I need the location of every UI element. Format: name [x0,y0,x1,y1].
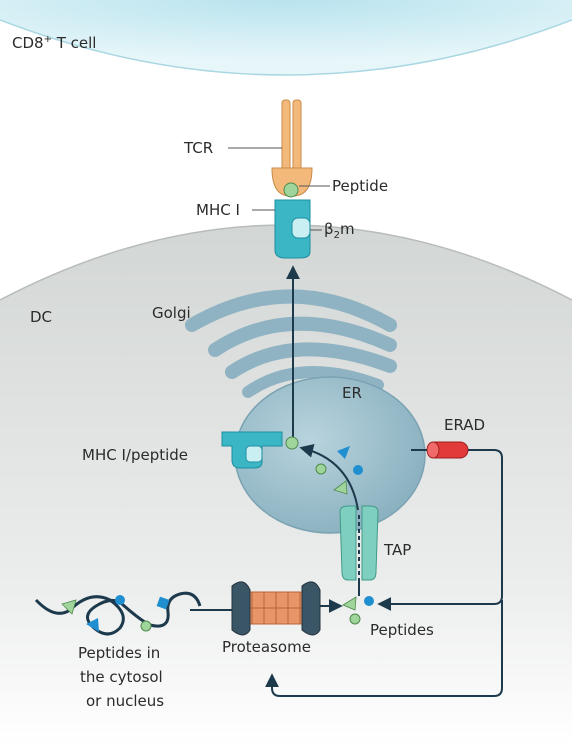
t-cell-body [0,0,572,75]
mhc-peptide-label: MHC I/peptide [82,446,188,464]
surface-peptide [283,182,299,198]
proteasome [231,581,321,636]
peptide-label: Peptide [332,177,388,195]
b2m-domain [291,217,311,239]
released-peptides [342,596,374,625]
b2m-label: β2m [324,220,355,241]
t-cell-label: CD8+ T cell [12,34,96,52]
erad-label: ERAD [444,416,485,434]
cytosol-label-line3: or nucleus [86,692,164,710]
golgi-apparatus [185,289,397,398]
erad-return-arrow [377,449,503,611]
cytosol-label-line2: the cytosol [80,668,163,686]
mhc-class-i-surface [274,199,311,259]
tap-label: TAP [383,541,411,559]
mhc-i-label: MHC I [196,201,240,219]
cytosolic-protein-chain [34,591,202,636]
erad-channel [426,441,469,459]
dc-label: DC [30,308,52,326]
tap-transporter [339,505,379,582]
recycle-to-proteasome-arrow [265,600,503,697]
peptides-label: Peptides [370,621,434,639]
mhc-peptide-complex-er [221,431,299,469]
er-loading-arrow [299,443,359,511]
cytosol-label-line1: Peptides in [78,644,160,662]
proteasome-label: Proteasome [222,638,311,656]
t-cell-membrane [0,19,572,76]
tcr-receptor [271,99,313,197]
golgi-label: Golgi [152,304,191,322]
endoplasmic-reticulum [234,376,426,534]
er-peptides [315,446,363,495]
tcr-label: TCR [183,139,213,157]
er-label: ER [342,384,362,402]
